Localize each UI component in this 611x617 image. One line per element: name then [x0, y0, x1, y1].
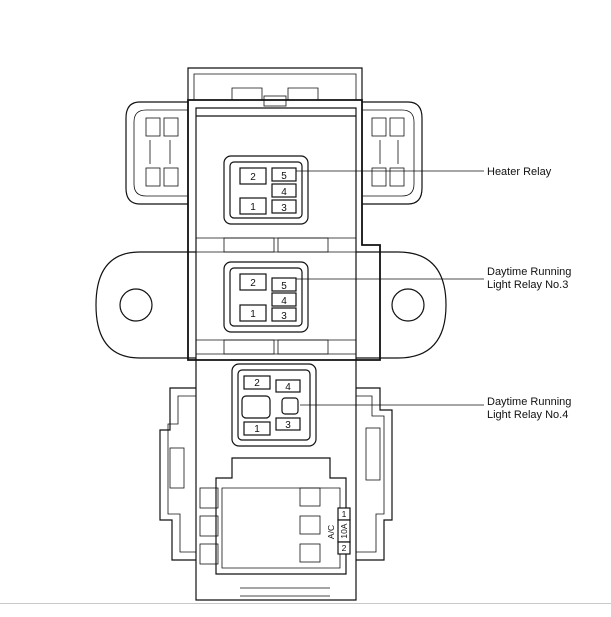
- left-mounting-hole: [119, 288, 153, 322]
- heater-relay-pin-4-label: 4: [281, 187, 287, 198]
- drl3-relay-pin-1-label: 1: [250, 309, 256, 320]
- callout-drl-relay-4: Daytime Running Light Relay No.4: [300, 396, 571, 421]
- heater-relay-pin-3: [271, 199, 297, 214]
- bay-separators: [196, 237, 356, 355]
- drl3-relay-pin-3: [271, 307, 297, 322]
- right-mounting-hole: [391, 288, 425, 322]
- page-divider: [0, 603, 611, 604]
- lower-housing: [159, 387, 393, 597]
- ac-fuse-pin-2: [337, 541, 351, 555]
- ac-fuse-circuit-label: A/C: [326, 525, 336, 539]
- heater-relay-pin-5-label: 5: [281, 171, 287, 182]
- drl3-relay-pin-2: [239, 273, 267, 291]
- heater-relay-pin-2: [239, 167, 267, 185]
- drl4-relay-pin-2: [243, 375, 271, 390]
- drl4-relay-pin-2-label: 2: [254, 378, 260, 389]
- ac-fuse-slot: 1 10A 2 A/C: [326, 507, 351, 555]
- drl-relay-4: 2 4 1 3: [231, 363, 317, 447]
- drl3-label-line2: Light Relay No.3: [487, 279, 568, 291]
- drl4-relay-pin-4-label: 4: [285, 382, 291, 393]
- heater-relay-pin-1: [239, 197, 267, 215]
- ac-fuse-rating: 10A: [339, 523, 349, 538]
- drl4-relay-side-pin: [281, 397, 299, 415]
- drl3-relay-pin-3-label: 3: [281, 311, 287, 322]
- relay-block-housing: [187, 67, 381, 601]
- right-mounting-bracket: [362, 101, 423, 205]
- drl4-relay-pin-3: [275, 417, 301, 431]
- heater-relay-label: Heater Relay: [487, 166, 552, 178]
- drl3-label-line1: Daytime Running: [487, 266, 571, 278]
- drl4-relay-pin-4: [275, 379, 301, 393]
- drl3-relay-pin-2-label: 2: [250, 278, 256, 289]
- drl-relay-3: 2 5 4 1 3: [223, 261, 309, 333]
- ac-fuse-pin-1-label: 1: [342, 509, 347, 519]
- callout-heater-relay: Heater Relay: [296, 166, 552, 178]
- drl3-relay-pin-4: [271, 292, 297, 307]
- ac-fuse-pin-2-label: 2: [342, 543, 347, 553]
- drl4-relay-center-pin: [241, 395, 271, 419]
- drl4-label-line1: Daytime Running: [487, 396, 571, 408]
- heater-relay-pin-2-label: 2: [250, 172, 256, 183]
- drl4-label-line2: Light Relay No.4: [487, 409, 568, 421]
- drl4-relay-pin-1-label: 1: [254, 424, 260, 435]
- mounting-flange: [95, 251, 447, 359]
- callout-drl-relay-3: Daytime Running Light Relay No.3: [296, 266, 571, 291]
- heater-relay: 2 5 4 1 3: [223, 155, 309, 225]
- heater-relay-pin-3-label: 3: [281, 203, 287, 214]
- drl3-relay-pin-5: [271, 277, 297, 292]
- drl3-relay-pin-1: [239, 304, 267, 322]
- drl3-relay-pin-5-label: 5: [281, 281, 287, 292]
- drl4-relay-pin-3-label: 3: [285, 420, 291, 431]
- drl4-relay-pin-1: [243, 421, 271, 436]
- heater-relay-pin-1-label: 1: [250, 202, 256, 213]
- left-mounting-bracket: [125, 101, 188, 205]
- heater-relay-pin-4: [271, 183, 297, 198]
- drl3-relay-pin-4-label: 4: [281, 296, 287, 307]
- heater-relay-pin-5: [271, 167, 297, 182]
